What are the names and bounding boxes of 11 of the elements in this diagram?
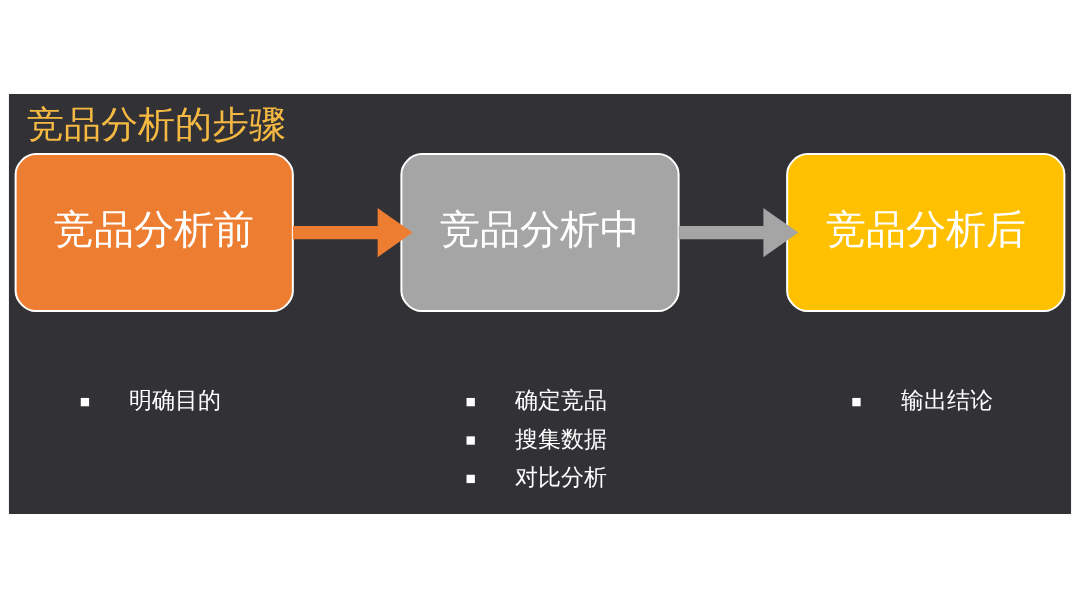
node-label: 对比分析 bbox=[514, 462, 607, 491]
arrow bbox=[292, 207, 413, 257]
diagram-title: 竞品分析的步骤 bbox=[27, 102, 287, 146]
node-box: 竞品分析前 bbox=[14, 152, 294, 312]
node-label: 确定竞品 bbox=[514, 385, 607, 414]
node-label: 搜集数据 bbox=[514, 424, 607, 453]
node-box: 竞品分析中 bbox=[400, 152, 680, 312]
node-box: 竞品分析后 bbox=[786, 152, 1066, 312]
node-label: 明确目的 bbox=[129, 385, 222, 414]
node-label: 输出结论 bbox=[900, 385, 993, 414]
arrow bbox=[678, 207, 799, 257]
